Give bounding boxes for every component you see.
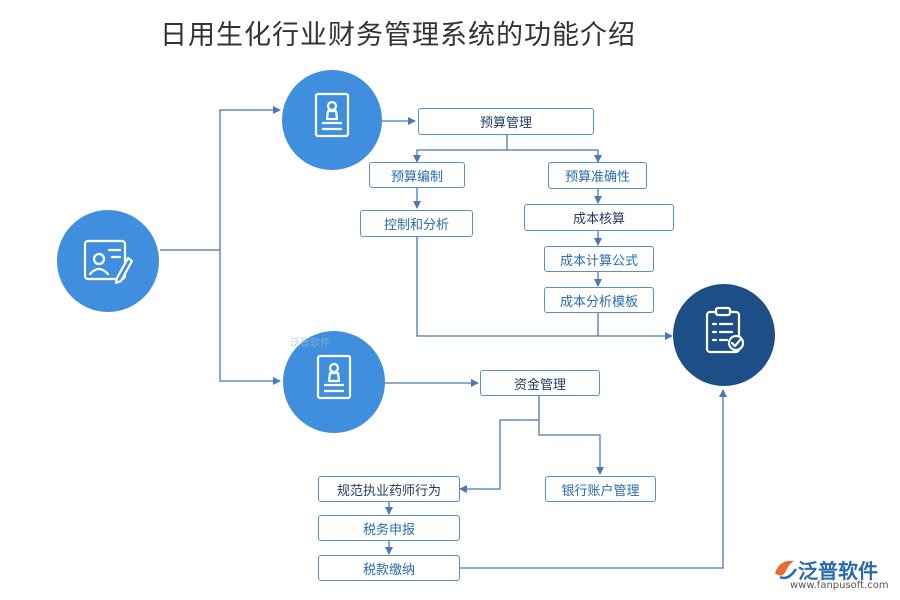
node-tax-pay: 税款缴纳: [318, 555, 460, 581]
node-fund-mgmt: 资金管理: [480, 370, 600, 396]
connector-fund-to-pharmacist: [459, 419, 539, 493]
node-bank-account: 银行账户管理: [545, 476, 656, 502]
node-pharmacist: 规范执业药师行为: [318, 476, 460, 502]
checklist-icon: [705, 306, 745, 354]
node-cost-template: 成本分析模板: [544, 287, 654, 313]
stamp-icon-2: [316, 354, 352, 400]
logo-icon: [775, 560, 798, 580]
connector-left-to-mid: [219, 250, 281, 385]
node-cost-accounting: 成本核算: [524, 204, 674, 231]
node-control-analysis: 控制和分析: [360, 210, 473, 237]
logo-name: 泛普软件: [798, 559, 878, 583]
node-cost-formula: 成本计算公式: [544, 246, 654, 272]
connector-control-to-result: [416, 236, 673, 340]
connector-budget-to-prep: [413, 134, 508, 163]
mid-circle: [283, 331, 385, 433]
left-circle: [57, 210, 159, 312]
right-circle: [673, 284, 775, 386]
stamp-icon: [314, 92, 350, 138]
node-budget-prep: 预算编制: [369, 162, 465, 188]
logo-url: www.fanpusoft.com: [790, 580, 889, 591]
connector-fund-to-bank: [538, 396, 604, 475]
node-budget-mgmt: 预算管理: [418, 108, 594, 135]
watermark: 泛普软件: [290, 338, 330, 349]
connector-budget-to-accuracy: [507, 149, 602, 163]
connector-left-to-top: [160, 106, 281, 251]
node-budget-accuracy: 预算准确性: [548, 162, 647, 189]
page-title: 日用生化行业财务管理系统的功能介绍: [160, 20, 636, 51]
user-edit-icon: [83, 239, 134, 285]
node-tax-declare: 税务申报: [318, 515, 460, 541]
connector-pay-to-result: [459, 389, 727, 569]
top-circle: [282, 70, 382, 170]
